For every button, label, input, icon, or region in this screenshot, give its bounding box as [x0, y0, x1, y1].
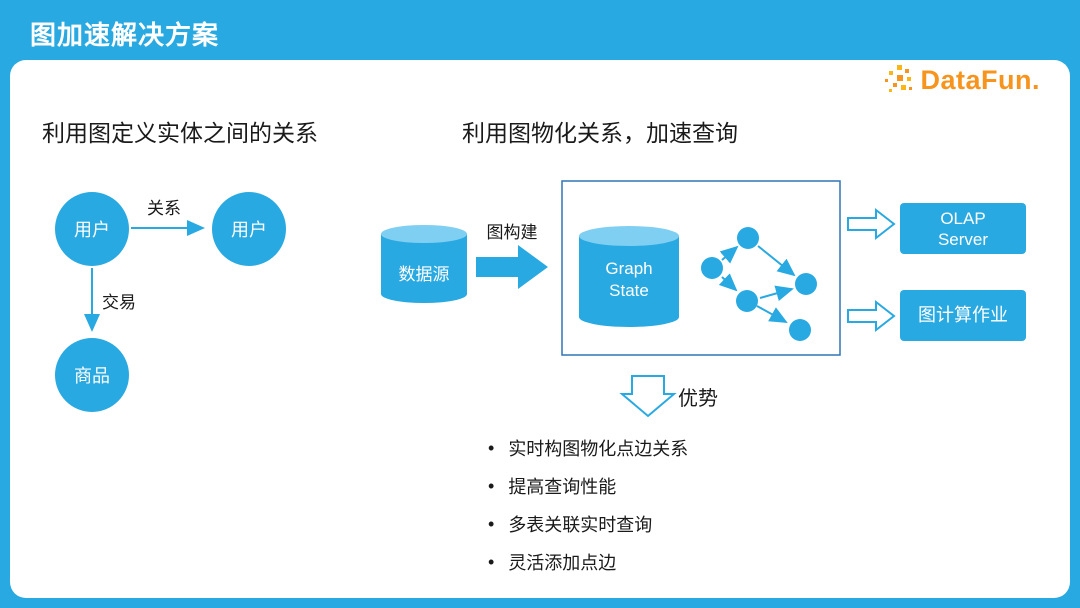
advantage-label: 优势 [678, 388, 718, 410]
datasource-label: 数据源 [398, 265, 450, 284]
bullet-dot: • [488, 437, 495, 458]
graph-state-label: Graph State [605, 259, 653, 300]
graph-node [789, 319, 811, 341]
olap-output-arrow-icon [847, 207, 896, 241]
node-user-1: 用户 [55, 192, 129, 266]
graph-job-box: 图计算作业 [900, 290, 1026, 341]
bullet-item: • 多表关联实时查询 [488, 513, 653, 536]
graph-node [701, 257, 723, 279]
bullet-item: • 提高查询性能 [488, 475, 617, 498]
logo-dots-icon [885, 65, 913, 92]
node-edge-graph [701, 227, 817, 341]
bullet-dot: • [488, 551, 495, 572]
transaction-edge-label: 交易 [102, 293, 136, 312]
advantage-down-arrow-icon [619, 375, 677, 418]
job-output-arrow-icon [847, 299, 896, 333]
slide-title: 图加速解决方案 [30, 20, 220, 50]
bullet-item: • 灵活添加点边 [488, 551, 617, 574]
right-section-title: 利用图物化关系，加速查询 [462, 120, 738, 146]
bullet-dot: • [488, 513, 495, 534]
build-arrow-icon [476, 245, 548, 289]
slide-content: 利用图定义实体之间的关系 利用图物化关系，加速查询 用户 用户 商品 关系 交易… [10, 60, 1070, 598]
relation-edge-label: 关系 [147, 199, 181, 218]
graph-node [737, 227, 759, 249]
bullet-dot: • [488, 475, 495, 496]
logo-text: DataFun. [920, 64, 1040, 95]
datafun-logo: DataFun. [884, 64, 1040, 96]
olap-server-box: OLAP Server [900, 203, 1026, 254]
advantage-bullet-list: • 实时构图物化点边关系 • 提高查询性能 • 多表关联实时查询 • 灵活添加点… [488, 436, 688, 588]
graph-node [736, 290, 758, 312]
bullet-item: • 实时构图物化点边关系 [488, 437, 689, 460]
node-product: 商品 [55, 338, 129, 412]
graph-node [795, 273, 817, 295]
left-section-title: 利用图定义实体之间的关系 [42, 120, 318, 146]
build-arrow-label: 图构建 [486, 223, 538, 242]
node-user-2: 用户 [212, 192, 286, 266]
